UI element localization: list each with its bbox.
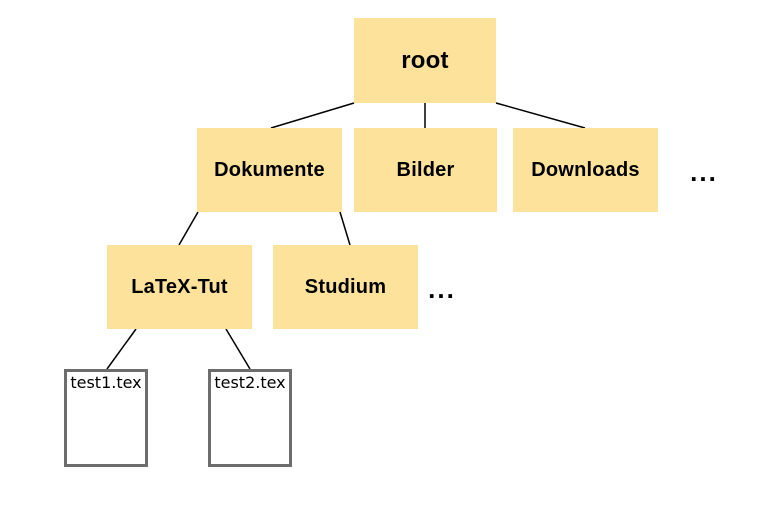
edge-dokumente-latex-tut [178, 211, 199, 246]
node-bilder: Bilder [354, 128, 497, 212]
node-downloads: Downloads [513, 128, 658, 212]
node-studium-label: Studium [304, 275, 387, 298]
node-root: root [354, 18, 496, 103]
more-siblings-level3-label: ... [428, 273, 456, 304]
node-latex-tut-label: LaTeX-Tut [131, 275, 228, 298]
node-file-test1-label: test1.tex [70, 373, 142, 392]
edge-root-downloads [495, 102, 586, 129]
node-dokumente-label: Dokumente [214, 158, 325, 181]
node-file-test1: test1.tex [64, 369, 148, 467]
more-siblings-level3: ... [422, 247, 462, 331]
more-siblings-level2: ... [684, 130, 724, 214]
edge-latex-tut-test1 [106, 328, 137, 370]
node-studium: Studium [273, 245, 418, 329]
node-file-test2-label: test2.tex [214, 373, 286, 392]
node-bilder-label: Bilder [396, 158, 455, 181]
more-siblings-level2-label: ... [690, 156, 718, 187]
edge-root-dokumente [270, 102, 355, 129]
node-root-label: root [401, 46, 449, 74]
edge-latex-tut-test2 [225, 328, 251, 370]
edge-dokumente-studium [339, 211, 351, 246]
node-downloads-label: Downloads [531, 158, 640, 181]
node-latex-tut: LaTeX-Tut [107, 245, 252, 329]
node-dokumente: Dokumente [197, 128, 342, 212]
node-file-test2: test2.tex [208, 369, 292, 467]
